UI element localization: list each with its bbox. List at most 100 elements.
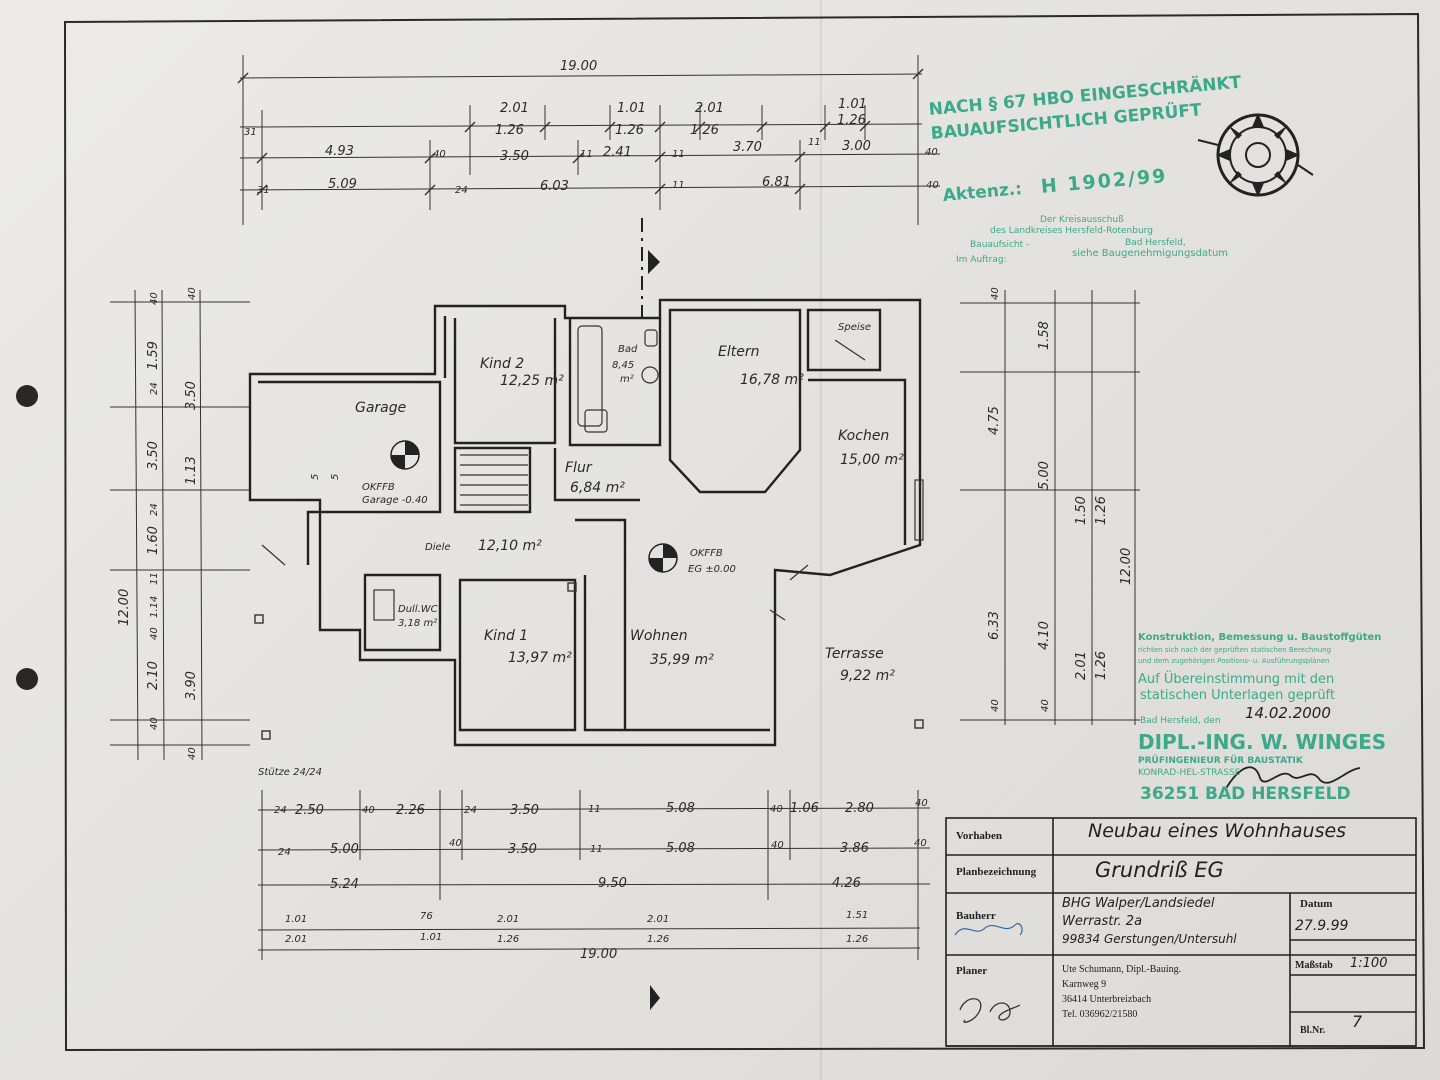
- datum-label: Datum: [1300, 898, 1333, 910]
- dim-label: 31: [244, 127, 257, 138]
- sheet-border: [63, 12, 1426, 1052]
- dim-label: 40: [990, 699, 1001, 712]
- bauherr-line: 99834 Gerstungen/Untersuhl: [1062, 932, 1237, 946]
- top-dimension-ticks: [237, 68, 924, 196]
- dim-label: 1.58: [1037, 321, 1052, 350]
- dim-label: 3.50: [184, 381, 199, 410]
- stamp-kreis: Bad Hersfeld,: [1125, 238, 1186, 248]
- dim-label: 4.93: [325, 144, 354, 159]
- columns: [254, 582, 924, 740]
- dim-bottom-total: 19.00: [580, 947, 617, 962]
- stamp-pruef: PRÜFINGENIEUR FÜR BAUSTATIK: [1138, 756, 1303, 766]
- dim-label: 3.50: [500, 149, 529, 164]
- dim-label: 11: [149, 572, 160, 585]
- dim-label: 1.14: [149, 596, 160, 618]
- punch-hole: [16, 668, 38, 690]
- dim-label: 24: [278, 847, 291, 858]
- dim-label: 1.59: [146, 341, 161, 370]
- blnr-value: 7: [1352, 1012, 1363, 1031]
- dim-label: 1.26: [1094, 496, 1109, 525]
- top-dimension-lines: [239, 55, 941, 225]
- room-dullwc: Dull.WC: [398, 604, 438, 615]
- dim-label: 6.33: [987, 611, 1002, 640]
- dim-label: 40: [915, 798, 928, 809]
- room-kind2: Kind 2: [480, 356, 524, 372]
- dim-label: 1.26: [846, 934, 868, 945]
- blnr-label: Bl.Nr.: [1300, 1025, 1326, 1036]
- bathtub: [577, 325, 603, 427]
- dim-label: 3.90: [184, 671, 199, 700]
- dim-label: 40: [149, 717, 160, 730]
- datum-value: 27.9.99: [1295, 918, 1349, 934]
- stamp-pruef: Konstruktion, Bemessung u. Baustoffgüten: [1138, 632, 1382, 643]
- stamp-kreis: siehe Baugenehmigungsdatum: [1072, 248, 1229, 259]
- right-dimension-lines: [960, 290, 1140, 725]
- level-marker-garage: [390, 440, 420, 470]
- dim-label: 24: [464, 805, 477, 816]
- dim-label: 24: [149, 503, 160, 516]
- bottom-dimension-lines: [257, 790, 931, 960]
- dim-label: 1.26: [690, 123, 719, 138]
- section-arrow-icon: [648, 250, 660, 274]
- dim-label: 1.06: [790, 801, 819, 816]
- dim-label: 2.01: [285, 934, 307, 945]
- toilet: [644, 329, 658, 347]
- section-arrow-icon: [650, 985, 660, 1010]
- stamp-kreis: des Landkreises Hersfeld-Rotenburg: [990, 226, 1153, 236]
- dim-label: 1.26: [1094, 651, 1109, 680]
- stamp-pruef: Auf Übereinstimmung mit den: [1138, 672, 1335, 687]
- compass-icon: [1197, 113, 1314, 197]
- dim-label: 12.00: [117, 589, 132, 626]
- dim-label: 5.09: [328, 177, 357, 192]
- dim-label: 4.26: [832, 876, 861, 891]
- dim-label: 1.01: [617, 101, 646, 116]
- room-kochen: Kochen: [838, 428, 889, 444]
- dim-label: 11: [590, 844, 603, 855]
- dim-label: 40: [449, 838, 462, 849]
- dim-top-total: 19.00: [560, 59, 597, 74]
- planer-line: Ute Schumann, Dipl.-Bauing.: [1062, 964, 1182, 975]
- dim-label: 40: [925, 147, 938, 158]
- stamp-pruef-date: 14.02.2000: [1245, 704, 1331, 722]
- dim-label: 4.75: [987, 406, 1002, 435]
- room-terrasse-area: 9,22 m²: [840, 668, 895, 684]
- shower: [584, 409, 608, 433]
- room-wohnen: Wohnen: [630, 628, 688, 644]
- room-kind1: Kind 1: [484, 628, 528, 644]
- dim-label: 2.50: [295, 803, 324, 818]
- okffb-label: OKFFB: [362, 482, 395, 493]
- dim-label: 40: [187, 287, 198, 300]
- dim-label: 1.50: [1074, 496, 1089, 525]
- dim-label: 5: [310, 474, 321, 480]
- massstab-value: 1:100: [1350, 956, 1388, 971]
- room-kochen-area: 15,00 m²: [840, 452, 904, 468]
- dim-label: 40: [1040, 699, 1051, 712]
- stamp-pruef: und dem zugehörigen Positions- u. Ausfüh…: [1138, 657, 1330, 665]
- dim-label: 4.10: [1037, 621, 1052, 650]
- dim-label: 11: [672, 149, 685, 160]
- dim-label: 6.03: [540, 179, 569, 194]
- dim-label: 2.41: [603, 145, 632, 160]
- dim-label: 31: [257, 185, 270, 196]
- stamp-kreis: Der Kreisausschuß: [1040, 215, 1124, 225]
- okffb-garage-value: Garage -0.40: [362, 495, 428, 506]
- room-speise: Speise: [838, 322, 871, 333]
- walls: [248, 298, 922, 747]
- dim-label: 1.51: [846, 910, 868, 921]
- dim-label: 11: [580, 149, 593, 160]
- okffb-eg-value: EG ±0.00: [688, 564, 736, 575]
- dim-label: 2.80: [845, 801, 874, 816]
- dim-label: 1.26: [495, 123, 524, 138]
- stamp-kreis: Im Auftrag:: [956, 255, 1007, 265]
- okffb-label: OKFFB: [690, 548, 723, 559]
- dim-label: 5.08: [666, 801, 695, 816]
- left-dimension-lines: [110, 289, 250, 761]
- sink: [641, 366, 659, 384]
- dim-label: 5.24: [330, 877, 359, 892]
- room-terrasse: Terrasse: [825, 646, 884, 662]
- room-flur: Flur: [565, 460, 593, 476]
- dim-label: 11: [588, 804, 601, 815]
- bauherr-line: Werrastr. 2a: [1062, 914, 1143, 929]
- planbezeichnung-label: Planbezeichnung: [956, 866, 1037, 878]
- room-kind1-area: 13,97 m²: [508, 650, 572, 666]
